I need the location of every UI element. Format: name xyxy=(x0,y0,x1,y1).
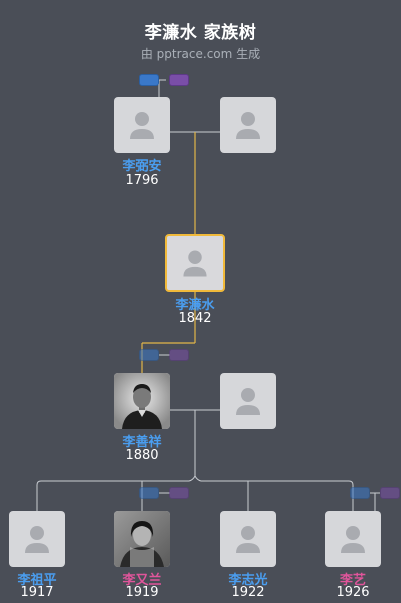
person-name[interactable]: 李志光 xyxy=(228,573,268,588)
person-card-child[interactable] xyxy=(9,511,65,567)
person-birth-year: 1926 xyxy=(336,585,370,600)
avatar-placeholder-icon xyxy=(183,250,207,277)
expand-mother-toggle[interactable] xyxy=(169,487,189,499)
person-name[interactable]: 李艺 xyxy=(339,573,366,588)
avatar-placeholder-icon xyxy=(130,112,154,139)
person-birth-year: 1842 xyxy=(178,311,212,326)
avatar-placeholder-icon xyxy=(236,526,260,553)
page-subtitle: 由 pptrace.com 生成 xyxy=(140,47,261,61)
expand-father-toggle[interactable] xyxy=(139,487,159,499)
person-card-grandfather[interactable] xyxy=(114,97,170,153)
expand-father-toggle[interactable] xyxy=(139,74,159,86)
person-name[interactable]: 李弼安 xyxy=(122,159,162,174)
person-card-son[interactable] xyxy=(114,373,170,429)
expand-father-toggle[interactable] xyxy=(139,349,159,361)
person-card-spouse[interactable] xyxy=(220,373,276,429)
person-card-child[interactable] xyxy=(220,511,276,567)
expand-mother-toggle[interactable] xyxy=(169,349,189,361)
person-name[interactable]: 李濂水 xyxy=(175,298,215,313)
person-card-child[interactable] xyxy=(114,511,170,567)
page-title: 李濂水 家族树 xyxy=(144,23,257,43)
person-birth-year: 1919 xyxy=(125,585,159,600)
avatar-placeholder-icon xyxy=(341,526,365,553)
person-card-focus[interactable] xyxy=(165,234,225,292)
person-name[interactable]: 李善祥 xyxy=(122,435,162,450)
expand-father-toggle[interactable] xyxy=(350,487,370,499)
avatar-placeholder-icon xyxy=(25,526,49,553)
expand-mother-toggle[interactable] xyxy=(169,74,189,86)
person-birth-year: 1796 xyxy=(125,173,159,188)
person-name[interactable]: 李又兰 xyxy=(122,573,162,588)
portrait-photo xyxy=(114,373,170,429)
portrait-photo xyxy=(114,511,170,567)
person-birth-year: 1917 xyxy=(20,585,54,600)
person-card-spouse[interactable] xyxy=(220,97,276,153)
person-birth-year: 1922 xyxy=(231,585,265,600)
person-name[interactable]: 李祖平 xyxy=(17,573,57,588)
avatar-placeholder-icon xyxy=(236,112,260,139)
person-card-child[interactable] xyxy=(325,511,381,567)
avatar-placeholder-icon xyxy=(236,388,260,415)
expand-mother-toggle[interactable] xyxy=(380,487,400,499)
person-birth-year: 1880 xyxy=(125,448,159,463)
